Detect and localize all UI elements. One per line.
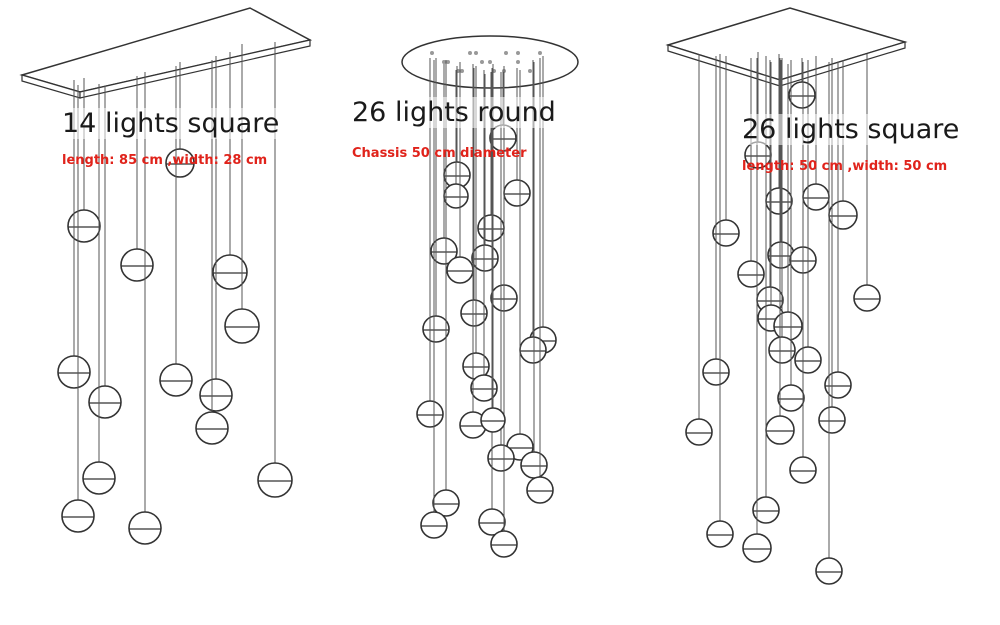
pendant-b-16-globe	[416, 400, 444, 428]
pendant-c-15-globe	[794, 346, 822, 374]
pendant-c-14-globe	[768, 336, 796, 364]
pendant-c-21-globe	[685, 418, 713, 446]
pendant-b-25-globe	[490, 530, 518, 558]
pendant-a-5-globe	[82, 461, 116, 495]
pendant-a-4-globe	[88, 385, 122, 419]
canopy-round-pin	[468, 51, 472, 55]
title-round-26: 26 lights round	[352, 97, 556, 128]
pendant-c-4-globe	[802, 183, 830, 211]
pendant-b-21-globe	[526, 476, 554, 504]
pendant-b-3-globe	[443, 183, 469, 209]
pendant-a-10-globe	[224, 308, 260, 344]
pendant-c-13-globe	[773, 311, 803, 341]
pendant-a-11-globe	[159, 363, 193, 397]
pendant-b-5-globe	[477, 214, 505, 242]
pendant-b-7-globe	[446, 256, 474, 284]
canopy-round-pin	[488, 60, 492, 64]
canopy-round-pin	[480, 60, 484, 64]
pendant-b-11-globe	[422, 315, 450, 343]
pendant-b-6-globe	[430, 237, 458, 265]
canopy-round-pin	[538, 51, 542, 55]
pendant-c-9-globe	[737, 260, 765, 288]
pendant-b-15-globe	[470, 374, 498, 402]
canopy-round-pin	[446, 60, 450, 64]
pendant-c-24-globe	[706, 520, 734, 548]
pendant-a-7-globe	[128, 511, 162, 545]
canopy-round-pin	[430, 51, 434, 55]
canopy-round-pin	[528, 69, 532, 73]
pendant-a-9-globe	[212, 254, 248, 290]
pendant-b-23-globe	[420, 511, 448, 539]
pendant-c-1-globe	[788, 81, 816, 109]
pendant-c-20-globe	[765, 415, 795, 445]
pendant-a-2-globe	[120, 248, 154, 282]
pendant-c-10-globe	[853, 284, 881, 312]
pendant-c-26-globe	[815, 557, 843, 585]
canopy-square-top	[665, 7, 908, 81]
pendant-a-8-globe	[165, 148, 195, 178]
pendant-b-20-globe	[520, 451, 548, 479]
pendant-b-24-globe	[478, 508, 506, 536]
pendant-c-19-globe	[818, 406, 846, 434]
pendant-c-23-globe	[752, 496, 780, 524]
pendant-c-6-globe	[712, 219, 740, 247]
spec-square-26: length: 50 cm ,width: 50 cm	[742, 159, 948, 174]
canopy-round-pin	[516, 51, 520, 55]
pendant-c-25-globe	[742, 533, 772, 563]
title-square-26: 26 lights square	[742, 114, 960, 145]
pendant-a-12-globe	[199, 378, 233, 412]
canopy-round-pin	[442, 60, 446, 64]
canopy-round-pin	[460, 69, 464, 73]
pendant-b-26-globe	[480, 407, 506, 433]
canopy-round-pin	[504, 51, 508, 55]
pendant-b-22-globe	[432, 489, 460, 517]
canopy-round-pin	[516, 60, 520, 64]
pendant-c-18-globe	[777, 384, 805, 412]
pendant-b-19-globe	[487, 444, 515, 472]
spec-square-14: length: 85 cm ,width: 28 cm	[62, 153, 268, 168]
pendant-b-10-globe	[460, 299, 488, 327]
title-square-14: 14 lights square	[62, 108, 280, 139]
pendant-b-4-globe	[503, 179, 531, 207]
pendant-c-22-globe	[789, 456, 817, 484]
pendant-c-16-globe	[702, 358, 730, 386]
pendant-a-1-globe	[67, 209, 101, 243]
pendant-a-6-globe	[61, 499, 95, 533]
pendant-b-13-globe	[519, 336, 547, 364]
pendant-a-3-globe	[57, 355, 91, 389]
canopy-round-pin	[474, 51, 478, 55]
pendant-a-14-globe	[257, 462, 293, 498]
pendant-c-5-globe	[828, 200, 858, 230]
spec-round-26: Chassis 50 cm diameter	[352, 146, 527, 161]
pendant-a-13-globe	[195, 411, 229, 445]
